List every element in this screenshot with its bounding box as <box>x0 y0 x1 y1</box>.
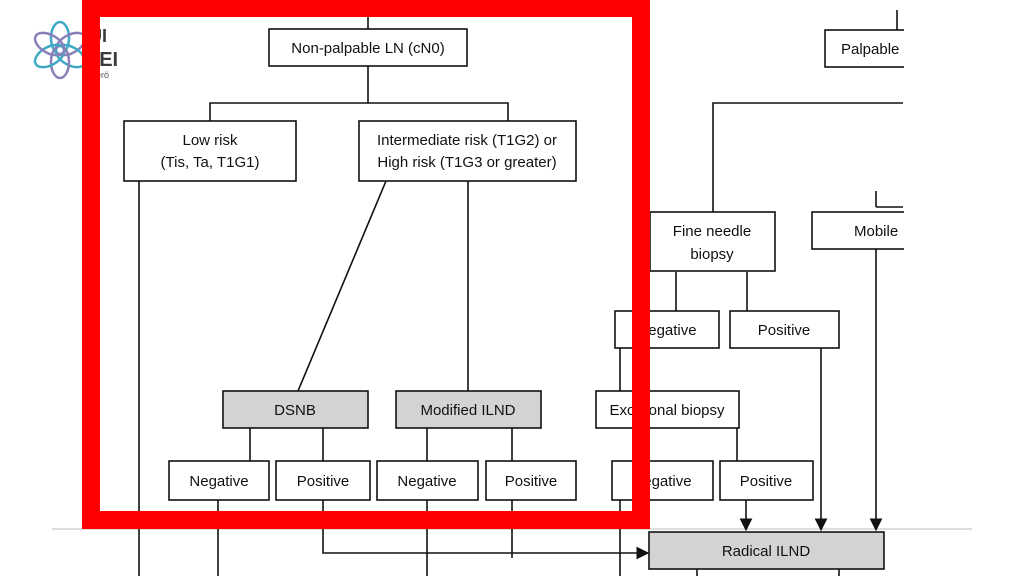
box-milnd-positive: Positive <box>485 460 577 501</box>
svg-text:Positive: Positive <box>758 322 811 339</box>
box-palpable: Palpable L <box>824 29 916 68</box>
box-mobile: Mobile <box>811 211 913 250</box>
logo-text-line3: erö <box>96 70 109 80</box>
svg-text:Negative: Negative <box>637 322 696 339</box>
svg-text:Non-palpable LN (cN0): Non-palpable LN (cN0) <box>291 40 444 57</box>
box-dsnb-positive: Positive <box>275 460 371 501</box>
box-excisional-positive: Positive <box>719 460 814 501</box>
svg-text:Negative: Negative <box>397 473 456 490</box>
svg-text:Intermediate risk (T1G2) or: Intermediate risk (T1G2) or <box>377 132 557 149</box>
svg-text:DSNB: DSNB <box>274 402 316 419</box>
box-milnd-negative: Negative <box>376 460 479 501</box>
box-radical-ilnd: Radical ILND <box>648 531 885 570</box>
svg-text:(Tis, Ta, T1G1): (Tis, Ta, T1G1) <box>161 154 260 171</box>
box-low-risk: Low risk (Tis, Ta, T1G1) <box>123 120 297 182</box>
svg-text:Positive: Positive <box>740 473 793 490</box>
box-dsnb: DSNB <box>222 390 369 429</box>
box-fnb-negative: Negative <box>614 310 720 349</box>
box-modified-ilnd: Modified ILND <box>395 390 542 429</box>
box-fnb-positive: Positive <box>729 310 840 349</box>
svg-text:Low risk: Low risk <box>182 132 238 149</box>
logo: UI ZEI erö <box>33 20 118 80</box>
svg-text:Excisional biopsy: Excisional biopsy <box>609 402 725 419</box>
flower-logo-icon <box>33 20 87 80</box>
svg-text:biopsy: biopsy <box>690 246 734 263</box>
svg-text:Fine needle: Fine needle <box>673 223 751 240</box>
box-intermediate-high-risk: Intermediate risk (T1G2) or High risk (T… <box>358 120 577 182</box>
box-fine-needle-biopsy: Fine needle biopsy <box>649 211 776 272</box>
right-crop-mask <box>904 0 1024 529</box>
box-excisional-negative: Negative <box>611 460 714 501</box>
box-excisional-biopsy: Excisional biopsy <box>595 390 740 429</box>
svg-text:Positive: Positive <box>505 473 558 490</box>
connector-lines <box>138 10 903 576</box>
bottom-right-blank <box>904 530 1024 576</box>
svg-text:Positive: Positive <box>297 473 350 490</box>
svg-text:Radical ILND: Radical ILND <box>722 543 811 560</box>
svg-text:Negative: Negative <box>189 473 248 490</box>
box-non-palpable: Non-palpable LN (cN0) <box>268 28 468 67</box>
svg-text:Modified ILND: Modified ILND <box>420 402 515 419</box>
svg-text:Mobile: Mobile <box>854 223 898 240</box>
box-dsnb-negative: Negative <box>168 460 270 501</box>
highlight-frame <box>82 0 650 529</box>
svg-text:Palpable L: Palpable L <box>841 41 912 58</box>
svg-text:High risk (T1G3 or greater): High risk (T1G3 or greater) <box>377 154 556 171</box>
